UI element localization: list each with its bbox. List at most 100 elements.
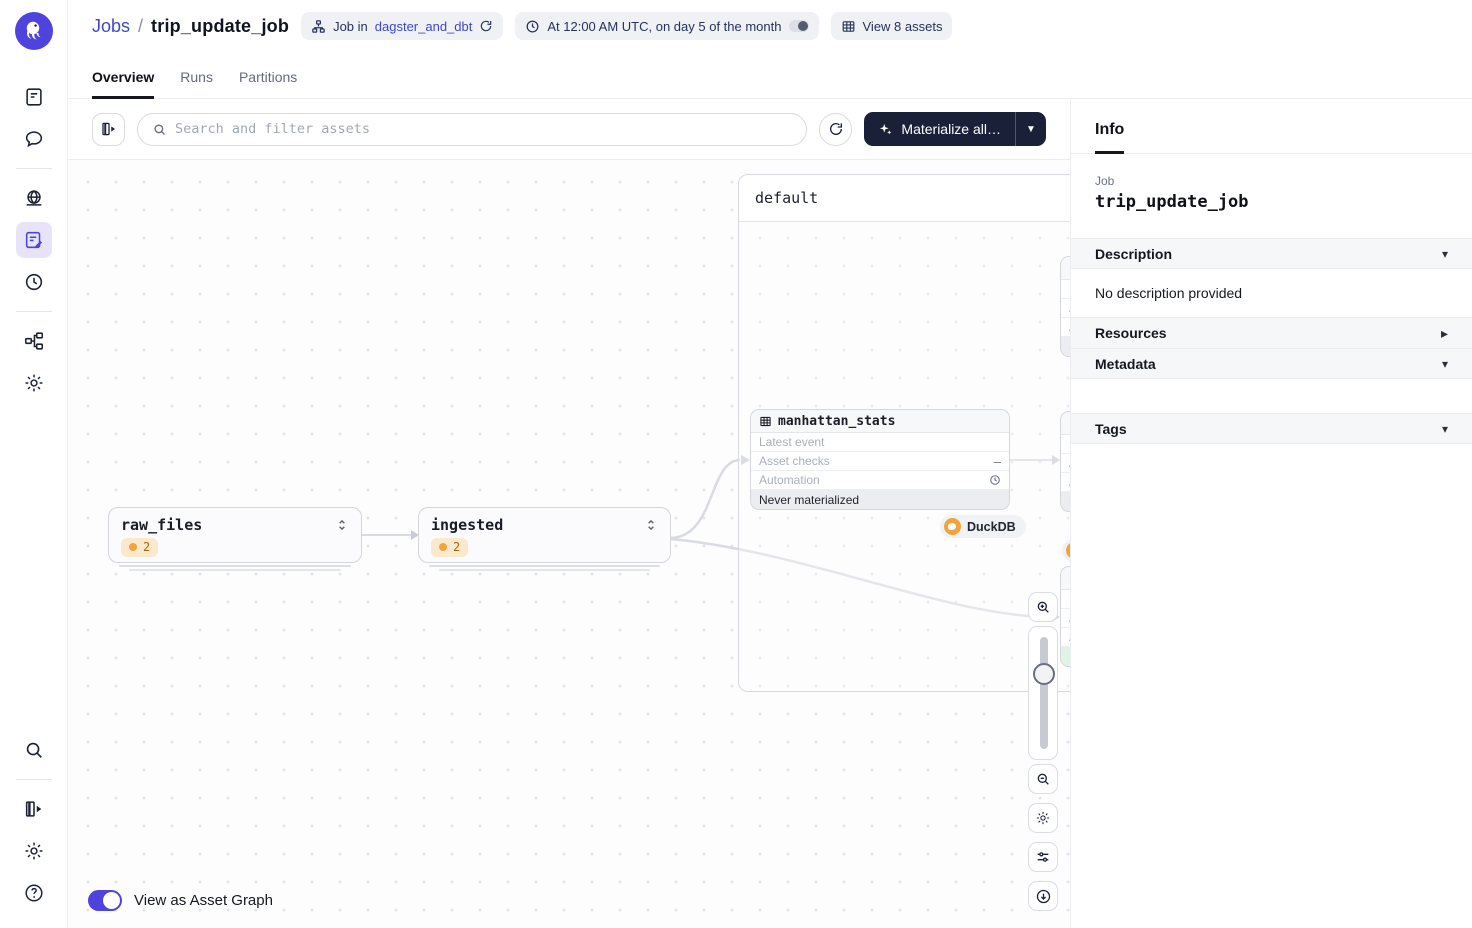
- node-clipped-2[interactable]: Latest event Asset checks Automation Nev…: [1060, 411, 1070, 512]
- materialize-all-label: Materialize all…: [901, 121, 1001, 137]
- duckdb-icon: [944, 518, 961, 535]
- zoom-in-button[interactable]: [1028, 592, 1058, 622]
- nav-settings-icon[interactable]: [16, 365, 52, 401]
- view-assets-badge[interactable]: View 8 assets: [830, 12, 953, 40]
- job-type-label: Job: [1095, 174, 1115, 188]
- automation-row: Automation: [1061, 318, 1070, 337]
- refresh-icon: [829, 122, 842, 135]
- nav-lineage-icon[interactable]: [16, 323, 52, 359]
- zoom-controls: [1028, 592, 1058, 911]
- info-panel: Info Job trip_update_job Description ▾ N…: [1070, 99, 1472, 928]
- view-assets-text: View 8 assets: [862, 18, 943, 34]
- nav-schedules-icon[interactable]: [16, 264, 52, 300]
- chevron-down-icon[interactable]: ▾: [1441, 356, 1448, 371]
- status-dot: [439, 543, 447, 551]
- help-icon[interactable]: [16, 875, 52, 911]
- status-dot: [129, 543, 137, 551]
- search-icon[interactable]: [16, 732, 52, 768]
- zoom-slider-track: [1040, 637, 1048, 749]
- table-grid-icon: [842, 20, 854, 32]
- job-summary: Job trip_update_job: [1071, 154, 1472, 238]
- schedule-text: At 12:00 AM UTC, on day 5 of the month: [547, 18, 782, 34]
- reload-icon[interactable]: [479, 19, 493, 33]
- materialization-status: Materialized: [1061, 647, 1070, 666]
- duckdb-kind-badge: DuckDB: [940, 515, 1026, 538]
- graph-settings-button[interactable]: [1028, 803, 1058, 833]
- dagster-logo-icon[interactable]: [14, 12, 53, 50]
- chevron-right-icon[interactable]: ▸: [1440, 324, 1448, 341]
- node-ingested[interactable]: ingested 2: [418, 507, 671, 571]
- panel-expand-icon: [101, 122, 115, 136]
- zoom-out-button[interactable]: [1028, 764, 1058, 794]
- chevron-down-icon[interactable]: ▾: [1441, 421, 1448, 436]
- schedule-toggle[interactable]: [788, 20, 809, 32]
- automation-row: Automation: [751, 471, 1009, 490]
- search-input[interactable]: [175, 121, 793, 137]
- asset-graph-toggle[interactable]: [88, 890, 122, 911]
- chevron-down-icon[interactable]: ▾: [1441, 246, 1448, 261]
- node-manhattan-stats[interactable]: manhattan_stats Latest event Asset check…: [750, 409, 1010, 510]
- code-location-link[interactable]: dagster_and_dbt: [374, 18, 473, 34]
- materialization-status: Never materialized: [1061, 492, 1070, 511]
- section-tags[interactable]: Tags ▾: [1071, 413, 1472, 444]
- zoom-in-icon: [1037, 601, 1049, 613]
- latest-event-row: Latest event: [1061, 435, 1070, 454]
- node-clipped-1[interactable]: Latest event Asset checks Automation Nev…: [1060, 256, 1070, 357]
- node-label: raw_files: [121, 516, 203, 534]
- section-description[interactable]: Description ▾: [1071, 238, 1472, 269]
- automation-row: Automation: [1061, 628, 1070, 647]
- job-location-badge[interactable]: Job in dagster_and_dbt: [301, 12, 504, 40]
- node-label: ingested: [431, 516, 504, 534]
- zoom-slider-handle[interactable]: [1033, 663, 1055, 685]
- asset-name: manhattan_stats: [778, 413, 896, 429]
- unfold-icon[interactable]: [335, 518, 349, 532]
- recenter-view-button[interactable]: [1028, 881, 1058, 911]
- tab-overview[interactable]: Overview: [92, 69, 155, 99]
- group-label: default: [755, 189, 819, 207]
- nav-deployment-icon[interactable]: [16, 180, 52, 216]
- materialize-all-button[interactable]: Materialize all…: [864, 112, 1015, 146]
- table-icon: [1069, 417, 1070, 430]
- rail-divider: [15, 311, 52, 312]
- breadcrumb-jobs-link[interactable]: Jobs: [92, 15, 131, 36]
- content-area: Materialize all… ▼: [68, 99, 1472, 928]
- gear-icon: [1036, 811, 1050, 825]
- group-header[interactable]: default: [739, 175, 1070, 222]
- user-settings-icon[interactable]: [16, 833, 52, 869]
- node-clipped-3[interactable]: Latest event Asset checks Automation Mat…: [1060, 566, 1070, 667]
- rail-divider: [15, 779, 52, 780]
- tab-runs[interactable]: Runs: [180, 69, 213, 85]
- tab-info[interactable]: Info: [1095, 121, 1125, 154]
- table-icon: [1069, 572, 1070, 585]
- page-header: Jobs / trip_update_job Job in dagster_an…: [68, 0, 1472, 52]
- nav-runs-icon[interactable]: [16, 121, 52, 157]
- section-metadata[interactable]: Metadata ▾: [1071, 348, 1472, 379]
- duckdb-kind-badge-clipped: [1062, 539, 1070, 562]
- section-resources[interactable]: Resources ▸: [1071, 317, 1472, 348]
- breadcrumb-separator: /: [138, 15, 144, 36]
- collapse-sidebar-button[interactable]: [92, 112, 125, 146]
- materialize-split-button: Materialize all… ▼: [864, 112, 1046, 146]
- arrow-down-circle-icon: [1036, 889, 1050, 903]
- expand-panel-icon[interactable]: [16, 791, 52, 827]
- unfold-icon[interactable]: [644, 518, 658, 532]
- breadcrumb: Jobs / trip_update_job: [92, 16, 289, 37]
- asset-count-badge: 2: [121, 538, 159, 557]
- graph-filters-button[interactable]: [1028, 842, 1058, 872]
- asset-graph-toggle-label: View as Asset Graph: [134, 892, 273, 909]
- tab-partitions[interactable]: Partitions: [238, 69, 298, 85]
- refresh-graph-button[interactable]: [819, 112, 853, 146]
- nav-assets-icon[interactable]: [16, 79, 52, 115]
- latest-event-row: Latest event: [1061, 590, 1070, 609]
- zoom-slider[interactable]: [1028, 626, 1058, 760]
- node-raw-files[interactable]: raw_files 2: [108, 507, 362, 571]
- clock-icon: [526, 20, 539, 32]
- materialize-options-button[interactable]: ▼: [1015, 112, 1046, 146]
- nav-jobs-icon[interactable]: [15, 222, 52, 258]
- description-body: No description provided: [1095, 285, 1243, 301]
- latest-event-row: Latest event: [751, 433, 1009, 452]
- schedule-badge[interactable]: At 12:00 AM UTC, on day 5 of the month: [515, 12, 819, 40]
- asset-graph-canvas[interactable]: default raw_files 2 inges: [68, 160, 1070, 928]
- job-graph-icon: [312, 19, 325, 33]
